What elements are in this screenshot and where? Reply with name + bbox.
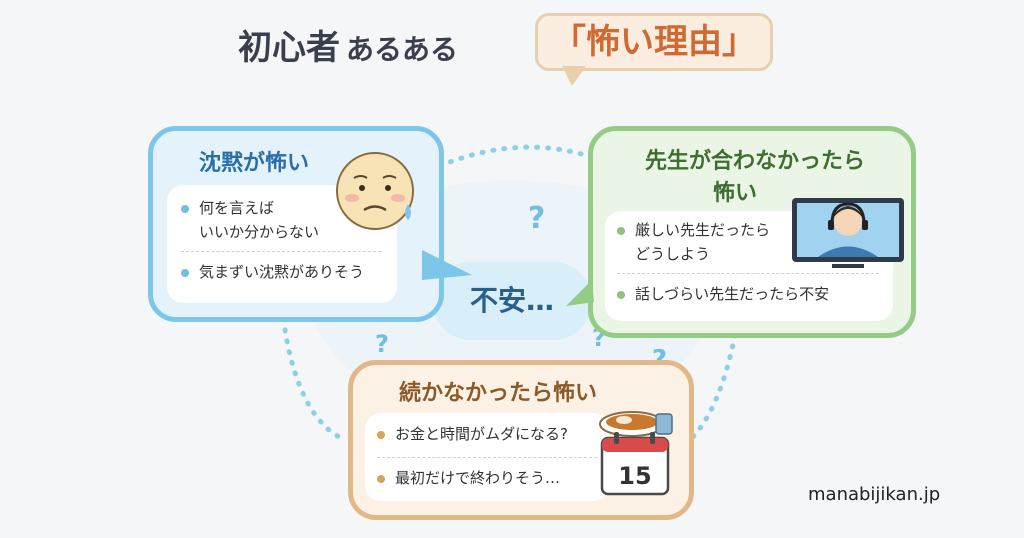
- worried-face-icon: [336, 152, 414, 230]
- teacher-heading-line1: 先生が合わなかったら: [645, 149, 866, 174]
- green-bubble-tail: [566, 280, 594, 306]
- continue-item-1: お金と時間がムダになる?: [377, 423, 568, 446]
- continue-item-1-text: お金と時間がムダになる?: [395, 425, 568, 443]
- curry-bowl-icon: [599, 411, 673, 437]
- dotted-arc-top: [427, 144, 603, 173]
- center-anxiety-bubble: 不安…: [432, 262, 592, 340]
- calendar-day: 15: [618, 462, 651, 490]
- title-main: 初心者あるある: [238, 20, 458, 69]
- teacher-item-2: 話しづらい先生だったら不安: [617, 283, 829, 306]
- bullet-icon: [181, 268, 189, 277]
- continue-list: お金と時間がムダになる? 最初だけで終わりそう…: [365, 413, 609, 501]
- title-box-tail: [562, 66, 586, 86]
- silence-heading: 沈黙が怖い: [199, 151, 310, 176]
- silence-item-1-cont: いいか分からない: [199, 223, 320, 241]
- title-highlight-box: 「怖い理由」: [535, 13, 773, 71]
- silence-item-2: 気まずい沈黙がありそう: [181, 261, 364, 284]
- bubble-silence: 沈黙が怖い 何を言えば いいか分からない 気まずい沈黙がありそう: [148, 126, 444, 322]
- bullet-icon: [617, 290, 625, 299]
- calendar-icon: 15: [600, 432, 670, 496]
- continue-heading: 続かなかったら怖い: [399, 381, 598, 406]
- title-highlight: 「怖い理由」: [552, 22, 756, 62]
- blue-bubble-tail: [422, 250, 472, 280]
- silence-item-1: 何を言えば: [181, 197, 274, 220]
- silence-item-1-text: 何を言えば: [199, 199, 275, 217]
- bullet-icon: [181, 204, 189, 213]
- dotted-arc-left: [282, 327, 348, 443]
- title-aruaru: あるある: [346, 33, 459, 66]
- continue-item-2: 最初だけで終わりそう…: [377, 467, 560, 490]
- teacher-heading-line2: 怖い: [713, 181, 758, 206]
- divider: [617, 273, 879, 274]
- teacher-item-1-text: 厳しい先生だったら: [635, 221, 771, 239]
- silence-item-2-text: 気まずい沈黙がありそう: [199, 263, 365, 281]
- teacher-item-1-cont: どうしよう: [635, 245, 711, 263]
- teacher-item-2-text: 話しづらい先生だったら不安: [635, 285, 830, 303]
- bullet-icon: [377, 430, 385, 439]
- center-text: 不安…: [469, 284, 554, 317]
- dotted-arc-right: [687, 332, 738, 443]
- teacher-item-1: 厳しい先生だったら: [617, 219, 770, 242]
- question-mark-icon: ?: [375, 330, 389, 358]
- bullet-icon: [377, 474, 385, 483]
- silence-list: 何を言えば いいか分からない 気まずい沈黙がありそう: [167, 185, 397, 303]
- teacher-monitor-icon: [792, 198, 904, 268]
- title-beginner: 初心者: [238, 28, 340, 68]
- question-mark-icon: ?: [528, 201, 545, 236]
- site-watermark: manabijikan.jp: [808, 484, 941, 505]
- divider: [377, 457, 597, 458]
- bullet-icon: [617, 226, 625, 235]
- continue-item-2-text: 最初だけで終わりそう…: [395, 469, 561, 487]
- divider: [181, 251, 381, 252]
